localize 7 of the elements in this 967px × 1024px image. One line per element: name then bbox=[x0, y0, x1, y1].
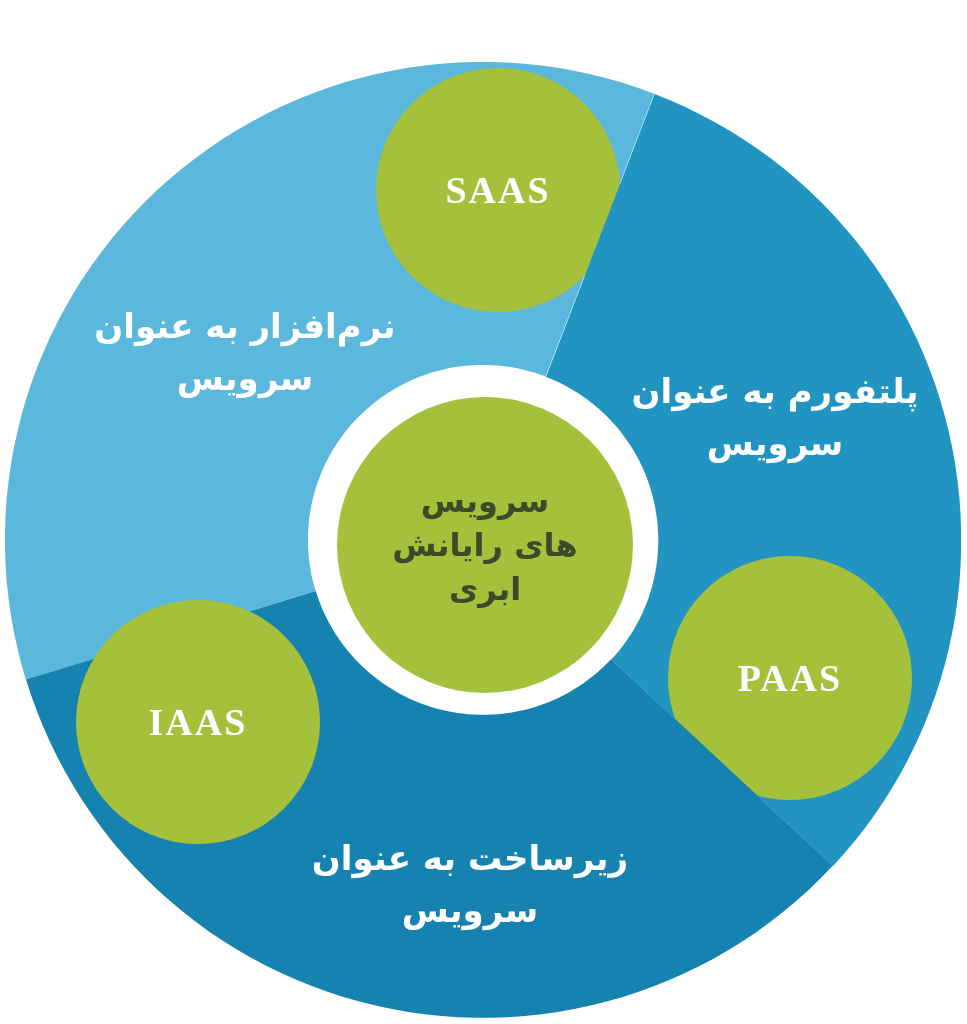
segment-label: نرم‌افزار به عنوان سرویس bbox=[93, 305, 397, 401]
segment-label: زیرساخت به عنوان سرویس bbox=[310, 837, 630, 933]
center-label: سرویس های رایانش ابری bbox=[391, 481, 579, 610]
segment-label: پلتفورم به عنوان سرویس bbox=[630, 370, 920, 466]
circle-label: SAAS bbox=[445, 168, 551, 212]
circle-label: PAAS bbox=[737, 656, 843, 700]
circle-label: IAAS bbox=[148, 700, 248, 744]
